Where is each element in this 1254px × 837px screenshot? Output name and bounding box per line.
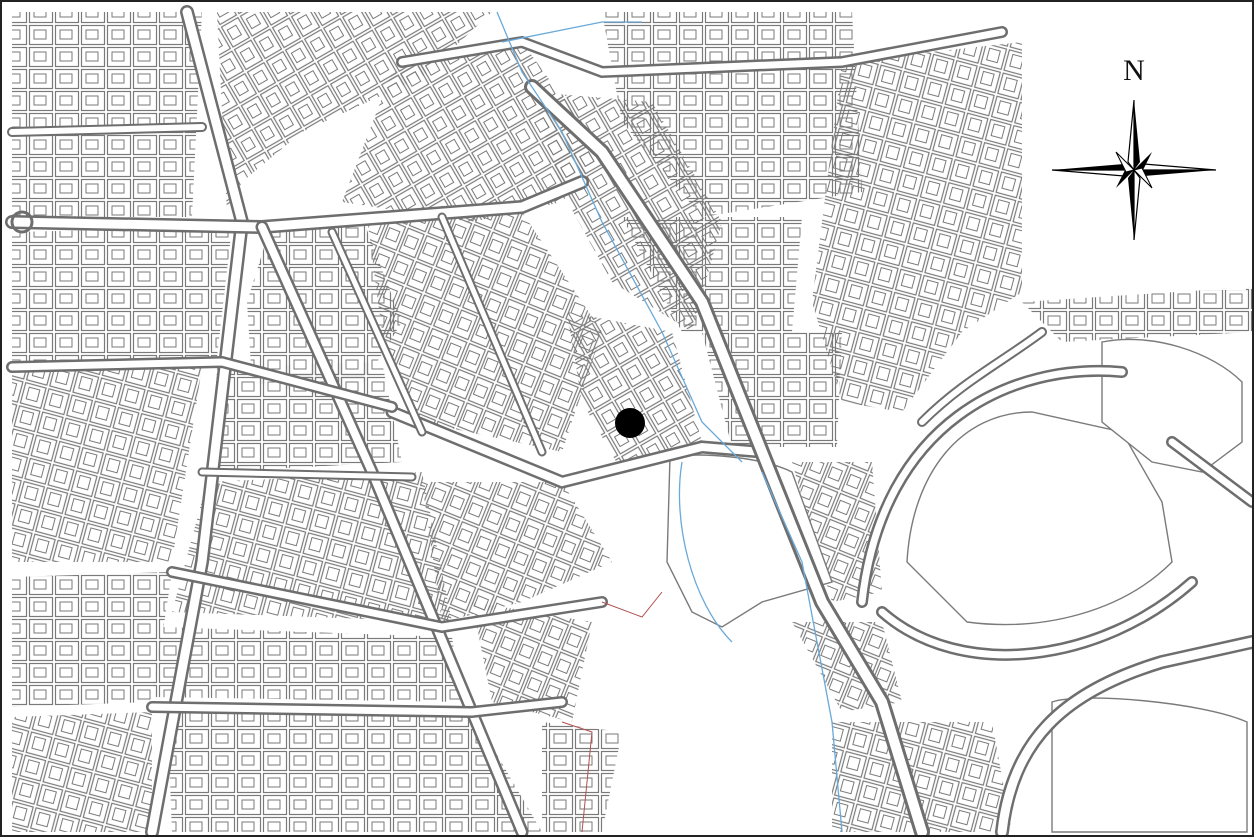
open-areas [666, 338, 1248, 833]
boundary-lines [561, 591, 663, 833]
north-arrow-panel: N [1022, 8, 1246, 290]
north-label: N [1123, 54, 1145, 87]
waterways [496, 11, 843, 833]
north-arrow-compass-icon [1051, 99, 1217, 241]
location-marker [615, 408, 645, 438]
roads [5, 5, 1252, 835]
